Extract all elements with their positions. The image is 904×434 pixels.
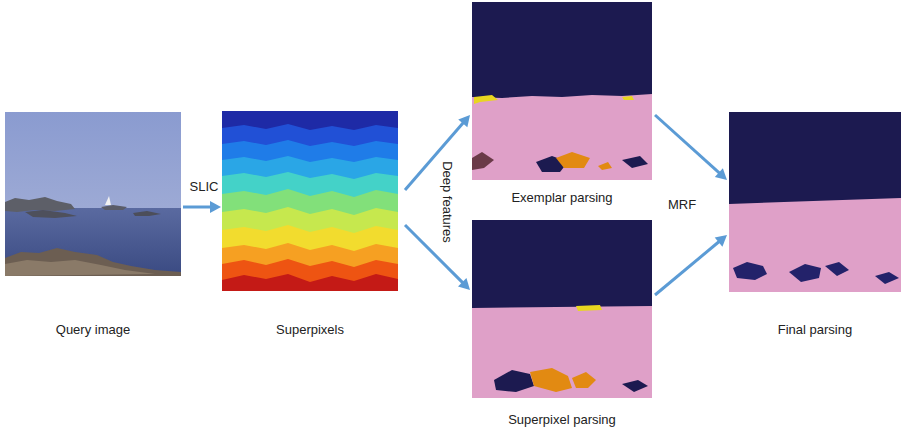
image-panel: Final parsing xyxy=(729,112,901,340)
arrow-line xyxy=(655,115,720,174)
flow-arrow xyxy=(405,115,470,190)
superpixel-parsing-map xyxy=(472,220,652,398)
panel-caption: Superpixels xyxy=(222,322,398,338)
final-map xyxy=(729,112,901,292)
image-panel: Superpixels xyxy=(222,111,398,340)
image-panel: Exemplar parsing xyxy=(472,2,652,208)
edge-label: MRF xyxy=(666,197,698,212)
edge-label: Deep features xyxy=(440,159,455,245)
panel-caption: Final parsing xyxy=(729,322,901,338)
exemplar-map xyxy=(472,2,652,180)
panel-caption: Query image xyxy=(5,322,181,338)
arrow-line xyxy=(655,241,720,295)
arrow-head xyxy=(715,168,727,180)
image-panel: Query image xyxy=(5,112,181,340)
arrow-head xyxy=(458,278,470,290)
arrow-head xyxy=(210,201,221,213)
arrow-line xyxy=(405,225,464,284)
flow-arrow xyxy=(183,201,221,213)
query-photo xyxy=(5,112,181,276)
superpixel-map xyxy=(222,111,398,291)
panel-caption: Exemplar parsing xyxy=(472,190,652,206)
flow-arrow xyxy=(655,235,727,295)
arrow-line xyxy=(405,122,464,190)
flow-arrow xyxy=(405,225,470,290)
panel-caption: Superpixel parsing xyxy=(472,412,652,428)
arrow-head xyxy=(715,235,727,247)
flow-arrow xyxy=(655,115,727,180)
arrow-line xyxy=(183,206,212,209)
arrow-head xyxy=(458,115,470,127)
edge-label: SLIC xyxy=(188,179,221,194)
image-panel: Superpixel parsing xyxy=(472,220,652,430)
